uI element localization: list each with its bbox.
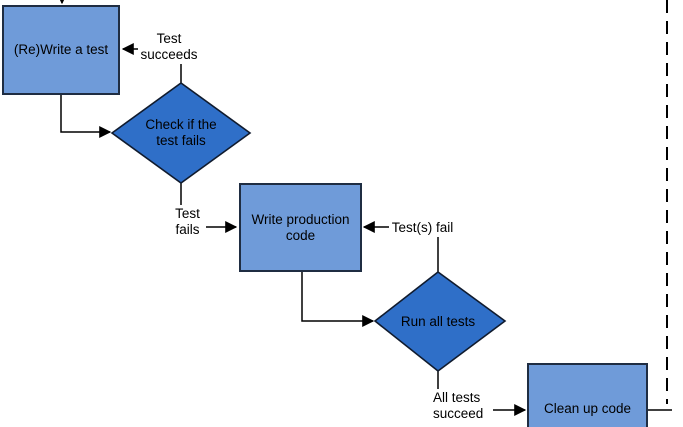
edge-label-test-fails-line2: fails [175, 222, 200, 237]
edge-label-test-succeeds: Test succeeds [138, 30, 200, 64]
node-rewrite-test-label: (Re)Write a test [13, 42, 109, 57]
edge-label-test-succeeds-line2: succeeds [140, 47, 198, 62]
edge-label-test-succeeds-line1: Test [156, 31, 182, 46]
node-clean-up-code-label: Clean up code [543, 401, 632, 416]
edge-label-tests-fail-text: Test(s) fail [391, 220, 454, 235]
edge-label-all-tests-succeed-line2: succeed [433, 406, 484, 421]
edge-label-test-fails: Test fails [169, 205, 206, 239]
node-run-all-tests-shape [373, 270, 507, 373]
node-rewrite-test: (Re)Write a test [2, 5, 120, 95]
edge-label-test-fails-line1: Test [175, 206, 200, 221]
node-write-production-code-label-line1: Write production [251, 211, 350, 227]
edge-label-all-tests-succeed-line1: All tests [433, 390, 481, 405]
edge-label-tests-fail: Test(s) fail [389, 219, 456, 237]
node-write-production-code-label-line2: code [285, 227, 316, 243]
edge-label-all-tests-succeed: All tests succeed [431, 389, 493, 423]
edge-code-to-run-tests [301, 272, 375, 327]
node-clean-up-code: Clean up code [527, 363, 648, 427]
node-check-test-fails-shape [110, 82, 252, 184]
node-write-production-code: Write production code [239, 183, 362, 272]
edge-rewrite-to-check [60, 95, 112, 138]
